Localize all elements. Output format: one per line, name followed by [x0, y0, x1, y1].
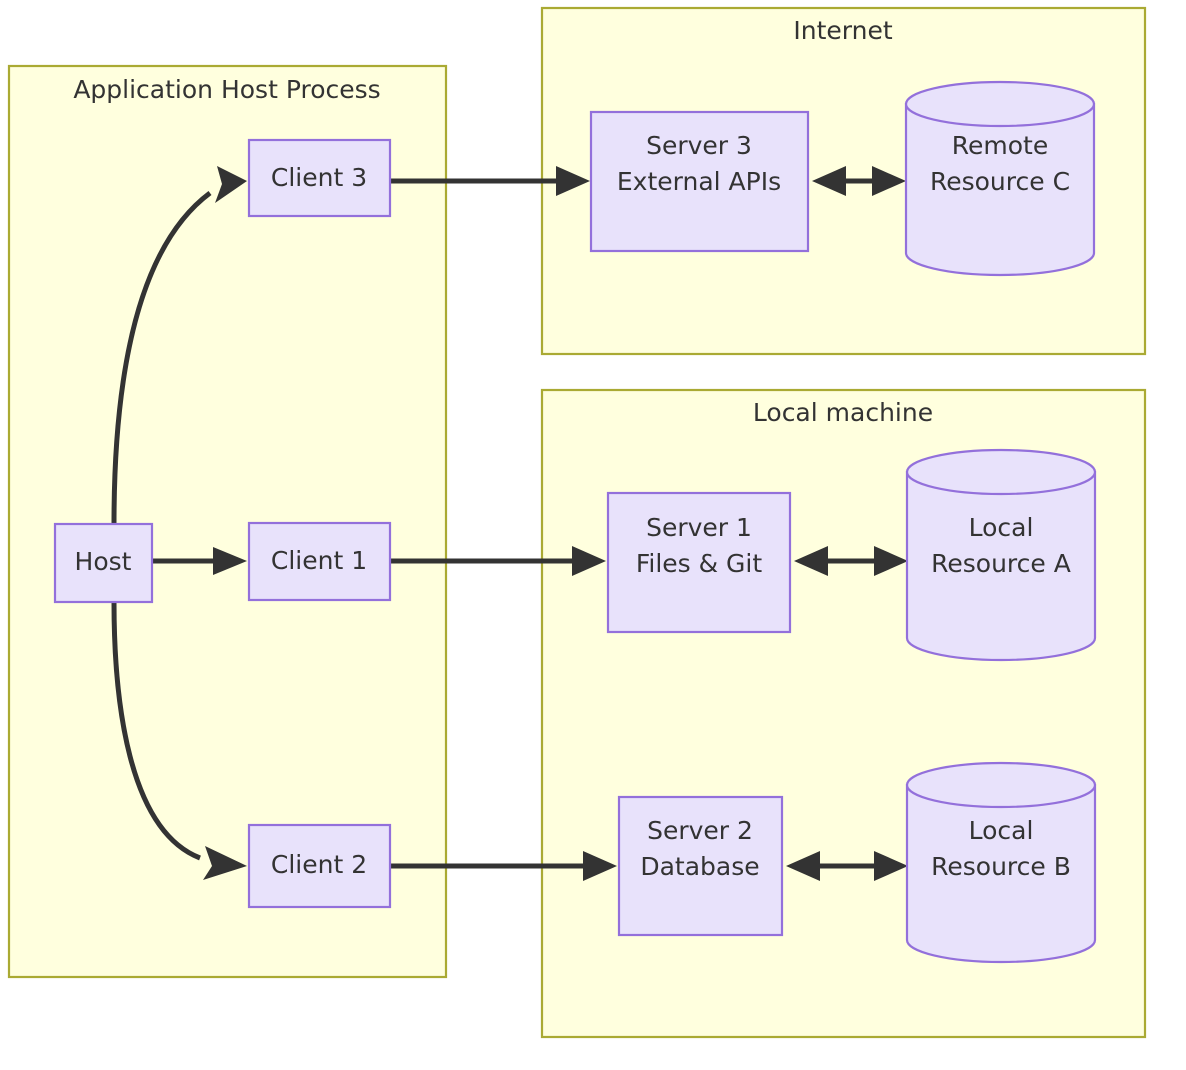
node-remote-resource-c-label-line1: Remote [952, 131, 1048, 160]
node-client-1[interactable]: Client 1 [247, 521, 392, 602]
node-server-3[interactable]: Server 3 External APIs [589, 110, 810, 253]
node-local-resource-a[interactable]: Local Resource A [905, 448, 1097, 662]
node-host[interactable]: Host [53, 522, 154, 604]
cluster-application-host-process: Application Host Process [7, 64, 448, 979]
node-server-2-label-line1: Server 2 [647, 816, 753, 845]
node-local-resource-a-label-line2: Resource A [931, 549, 1071, 578]
edge-server-2-to-local-resource-b-arrowhead-left [786, 851, 820, 881]
edge-client-3-to-server-3-arrowhead [556, 166, 590, 196]
edge-host-to-client-2-arrowhead [203, 846, 247, 880]
node-server-2-label-line2: Database [640, 852, 759, 881]
node-local-resource-b[interactable]: Local Resource B [905, 761, 1097, 964]
node-client-2[interactable]: Client 2 [247, 823, 392, 909]
edge-server-3-to-remote-resource-c-arrowhead-right [872, 166, 906, 196]
node-local-resource-a-cylinder-top [905, 448, 1097, 496]
edge-server-1-to-local-resource-a-arrowhead-right [874, 546, 908, 576]
edge-client-1-to-server-1-arrowhead [572, 546, 606, 576]
node-server-1-label-line1: Server 1 [646, 513, 752, 542]
cluster-local-machine-label: Local machine [753, 398, 933, 427]
cluster-application-host-process-label: Application Host Process [73, 75, 380, 104]
node-client-3-label: Client 3 [271, 163, 367, 192]
edge-server-1-to-local-resource-a [794, 546, 908, 576]
node-server-1-label-line2: Files & Git [636, 549, 763, 578]
node-client-1-label: Client 1 [271, 546, 367, 575]
edge-host-to-client-3-arrowhead [215, 166, 247, 203]
node-host-label: Host [75, 547, 132, 576]
node-client-2-label: Client 2 [271, 850, 367, 879]
node-server-2-rect[interactable] [617, 795, 784, 937]
node-client-2-rect[interactable] [247, 823, 392, 909]
edge-client-3-to-server-3 [390, 166, 590, 196]
edge-host-to-client-1-arrowhead [213, 547, 247, 575]
edge-host-to-client-3 [111, 166, 247, 525]
edge-host-to-client-3-path [111, 190, 212, 525]
node-server-2[interactable]: Server 2 Database [617, 795, 784, 937]
node-remote-resource-c[interactable]: Remote Resource C [904, 80, 1096, 277]
node-local-resource-a-cylinder-body[interactable] [905, 470, 1097, 662]
node-server-1-rect[interactable] [606, 491, 792, 634]
node-local-resource-b-cylinder-top [905, 761, 1097, 809]
node-server-3-label-line1: Server 3 [646, 131, 752, 160]
node-host-rect[interactable] [53, 522, 154, 604]
cluster-internet-label: Internet [793, 16, 892, 45]
edge-host-to-client-2-path [111, 601, 201, 861]
node-client-1-rect[interactable] [247, 521, 392, 602]
edge-host-to-client-1 [152, 547, 247, 575]
node-remote-resource-c-cylinder-body[interactable] [904, 102, 1096, 277]
node-remote-resource-c-cylinder-top [904, 80, 1096, 128]
edge-client-2-to-server-2-arrowhead [583, 851, 617, 881]
node-server-1[interactable]: Server 1 Files & Git [606, 491, 792, 634]
node-local-resource-b-cylinder-body[interactable] [905, 783, 1097, 964]
node-client-3[interactable]: Client 3 [247, 138, 392, 218]
node-local-resource-a-label-line1: Local [969, 513, 1034, 542]
edge-client-1-to-server-1 [390, 546, 606, 576]
edge-client-2-to-server-2 [390, 851, 617, 881]
node-client-3-rect[interactable] [247, 138, 392, 218]
node-remote-resource-c-label-line2: Resource C [930, 167, 1070, 196]
node-server-3-rect[interactable] [589, 110, 810, 253]
node-local-resource-b-label-line2: Resource B [931, 852, 1071, 881]
node-local-resource-b-label-line1: Local [969, 816, 1034, 845]
edge-host-to-client-2 [111, 601, 247, 880]
edge-server-1-to-local-resource-a-arrowhead-left [794, 546, 828, 576]
edge-server-3-to-remote-resource-c [812, 166, 906, 196]
edge-server-3-to-remote-resource-c-arrowhead-left [812, 166, 846, 196]
node-server-3-label-line2: External APIs [617, 167, 781, 196]
edge-server-2-to-local-resource-b-arrowhead-right [874, 851, 908, 881]
edge-server-2-to-local-resource-b [786, 851, 908, 881]
